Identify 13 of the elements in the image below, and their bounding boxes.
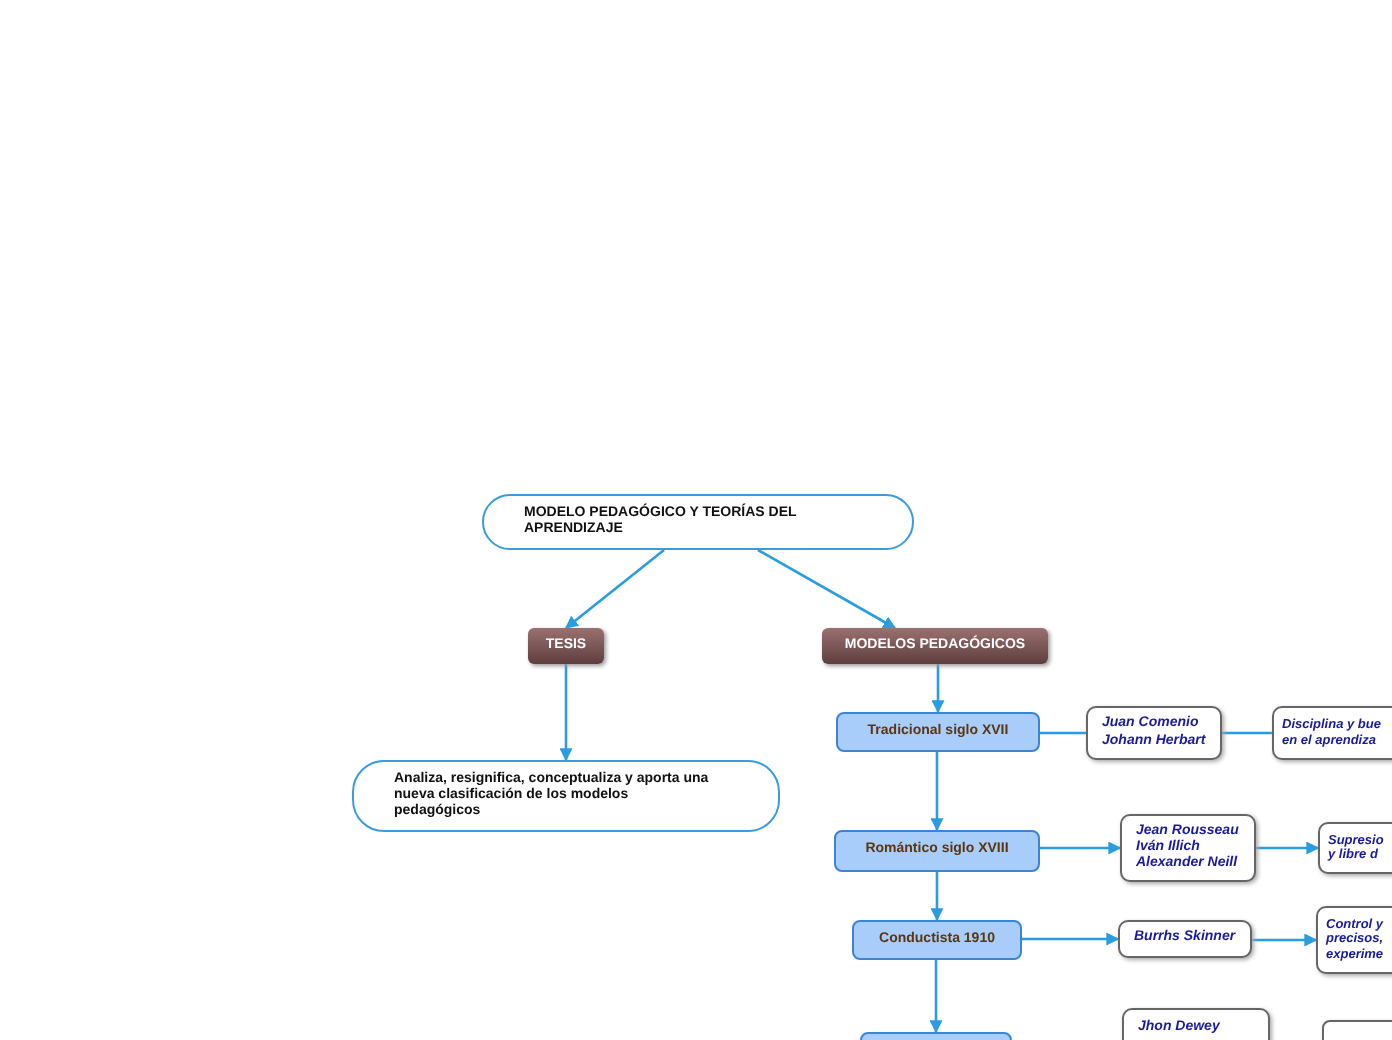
arrow xyxy=(1022,932,1120,946)
arrow xyxy=(930,872,944,922)
arrow xyxy=(929,960,943,1034)
arrow xyxy=(1040,841,1122,855)
arrow xyxy=(1256,841,1320,855)
arrow xyxy=(1252,933,1318,947)
arrow xyxy=(930,752,944,832)
arrow xyxy=(559,664,573,762)
arrow xyxy=(757,548,897,630)
connector-line xyxy=(1222,731,1272,735)
connector-line xyxy=(1040,731,1086,735)
arrow xyxy=(565,549,665,629)
arrow xyxy=(931,664,945,714)
